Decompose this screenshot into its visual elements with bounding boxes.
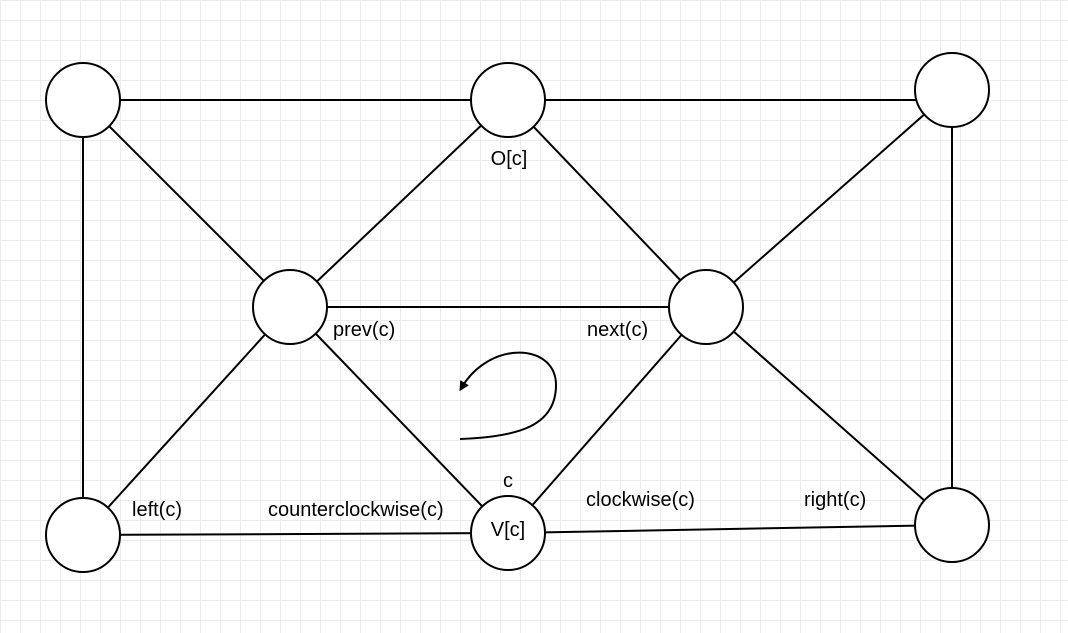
label-clockwise: clockwise(c): [586, 489, 695, 511]
edge-tc-ml: [289, 99, 509, 308]
edges: [82, 89, 953, 536]
node-mid-left: [252, 269, 328, 345]
node-bottom-right: [914, 487, 990, 563]
node-bottom-left: [45, 497, 121, 573]
label-vertex: V[c]: [491, 519, 525, 541]
edge-mr-br: [705, 306, 953, 526]
node-mid-right: [668, 269, 744, 345]
edge-tc-mr: [507, 99, 707, 308]
node-top-right: [914, 52, 990, 128]
label-opposite-corner: O[c]: [491, 148, 528, 170]
edge-mr-bc: [507, 306, 707, 534]
edge-tl-ml: [82, 99, 291, 308]
labels: O[c] prev(c) next(c) c left(c) countercl…: [132, 148, 866, 541]
label-left: left(c): [132, 499, 182, 521]
node-top-left: [45, 62, 121, 138]
label-corner: c: [503, 470, 513, 492]
label-right: right(c): [804, 489, 866, 511]
edge-ml-bc: [289, 306, 509, 534]
edge-bc-br: [507, 524, 953, 534]
label-prev: prev(c): [333, 319, 395, 341]
node-top-center: [470, 62, 546, 138]
edge-tr-mr: [705, 89, 953, 308]
label-next: next(c): [587, 319, 648, 341]
nodes: [45, 52, 990, 573]
rotation-arrow: [459, 351, 558, 440]
node-bottom-center: [470, 495, 546, 571]
edge-ml-bl: [82, 306, 291, 536]
label-counterclockwise: counterclockwise(c): [268, 499, 444, 521]
edge-bl-bc: [82, 532, 509, 536]
